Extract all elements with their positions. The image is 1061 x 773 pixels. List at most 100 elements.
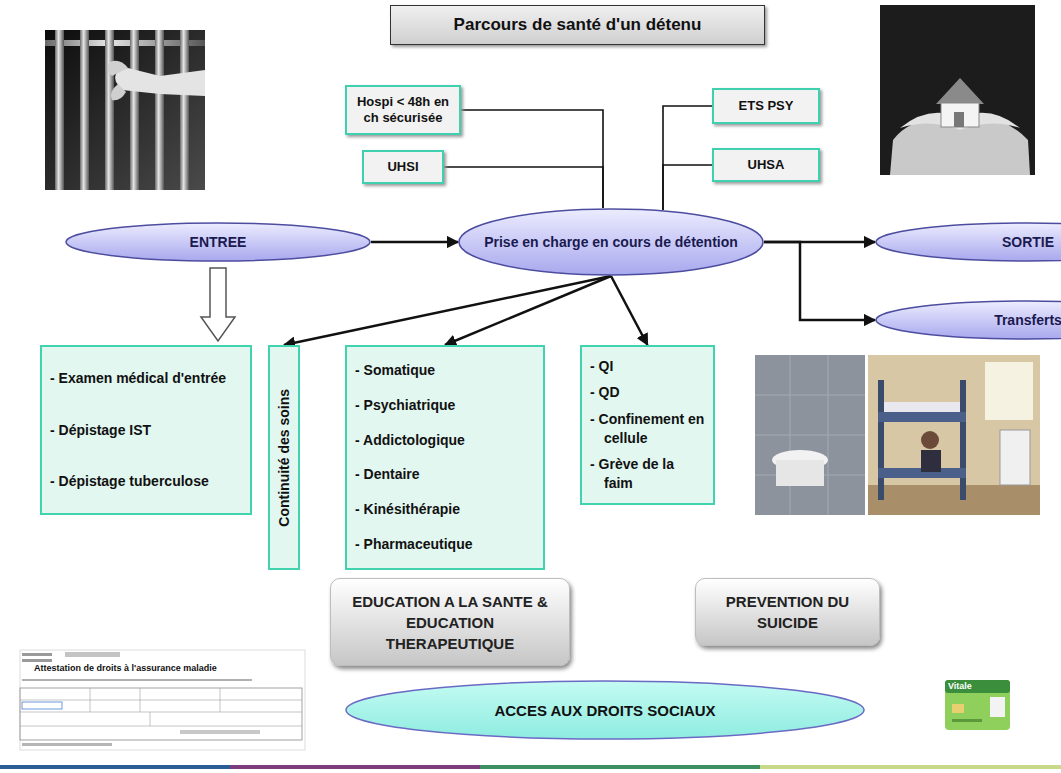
prison-bars-photo-part (55, 30, 64, 190)
footer-color-strip-part (0, 765, 230, 769)
ellipse-shape (346, 681, 864, 739)
card-brand: Vitale (948, 681, 972, 691)
node-text: - Somatique (355, 361, 535, 380)
insurance-certificate-image-part (180, 730, 260, 734)
prison-cell-photo-part (884, 402, 960, 412)
prison-bars-photo-part (115, 68, 205, 96)
node-text: UHSI (370, 159, 436, 175)
connector-line (284, 276, 611, 345)
node-text: Prise en charge en cours de détention (484, 234, 738, 251)
prison-cell-photo-part (755, 355, 865, 515)
connector-line (663, 106, 712, 210)
insurance-certificate-image-part (22, 743, 112, 746)
ellipse-shape (876, 301, 1061, 339)
hospital-box: UHSA (712, 148, 820, 182)
vitale-card-image-part (952, 704, 964, 713)
connector-line (461, 110, 603, 208)
hands-house-photo-part (941, 103, 979, 127)
node-text: - Psychiatrique (355, 396, 535, 415)
hands-house-photo-part (954, 112, 964, 127)
node-text: - Dépistage IST (50, 421, 242, 440)
prison-cell-photo-part (776, 460, 824, 486)
hands-house-photo (880, 5, 1035, 175)
node-text: ACCES AUX DROITS SOCIAUX (385, 702, 825, 719)
node-text: UHSA (720, 157, 812, 173)
node-text: Continuité des soins (276, 389, 292, 527)
prison-bars-photo-part (111, 84, 126, 100)
stage-ellipse: SORTIE (875, 222, 1061, 262)
connector-line (444, 167, 603, 208)
vitale-card-image-part (952, 719, 982, 722)
node-text: - Dépistage tuberculose (50, 472, 242, 491)
title-box: Parcours de santé d'un détenu (390, 5, 765, 45)
list-box: - Examen médical d'entrée - Dépistage IST… (40, 345, 252, 515)
vitale-card-image (945, 680, 1010, 730)
prison-cell-photo-part (755, 355, 865, 515)
prison-cell-photo-part (960, 380, 966, 500)
node-text: - QD (590, 383, 705, 402)
footer-color-strip-part (230, 765, 480, 769)
node-text: - Examen médical d'entrée (50, 369, 242, 388)
prison-cell-photo-part (1000, 430, 1030, 485)
stage-ellipse: Transferts (875, 300, 1061, 340)
ellipse-shape (66, 223, 370, 261)
list-box: - Somatique - Psychiatrique - Addictologiq… (345, 345, 545, 570)
connector-line (764, 242, 875, 320)
ellipse-shape (459, 209, 763, 275)
theme-box: PREVENTION DU SUICIDE (695, 578, 880, 646)
insurance-certificate-image (20, 650, 305, 750)
hospital-box: Hospi < 48h en ch sécurisée (345, 85, 461, 135)
prison-cell-photo-part (878, 412, 966, 422)
prison-bars-photo-part (130, 30, 139, 190)
prison-cell-photo (755, 355, 1040, 515)
footer-color-strip-part (480, 765, 760, 769)
stage-ellipse: ENTREE (65, 222, 371, 262)
prison-bars-photo-part (155, 30, 164, 190)
vertical-box: Continuité des soins (268, 345, 300, 570)
connector-line (663, 165, 712, 210)
hospital-box: UHSI (362, 150, 444, 184)
hands-house-photo-part (880, 5, 1035, 175)
hands-house-photo-part (936, 78, 984, 104)
ellipse-shape (876, 223, 1061, 261)
footer-color-strip-part (760, 765, 1061, 769)
prison-bars-photo (45, 30, 205, 190)
connector-line (445, 276, 611, 345)
prison-bars-photo-part (45, 30, 205, 190)
insurance-certificate-image-part (65, 652, 120, 657)
connector-line (371, 241, 458, 244)
node-text: SORTIE (901, 234, 1061, 251)
node-text: - Dentaire (355, 465, 535, 484)
node-text: ENTREE (91, 234, 345, 251)
prison-bars-photo-part (180, 30, 189, 190)
prison-cell-photo-part (868, 355, 1040, 515)
prison-cell-photo-part (878, 380, 884, 500)
document-title: Attestation de droits à l'assurance mala… (34, 663, 217, 673)
node-text: PREVENTION DU SUICIDE (710, 591, 865, 633)
connector-line (611, 276, 648, 345)
prison-bars-photo-part (80, 30, 89, 190)
node-text: - Grève de la faim (590, 455, 705, 493)
stage-ellipse: Prise en charge en cours de détention (458, 208, 764, 276)
insurance-certificate-image-part (22, 702, 62, 709)
node-text: - Kinésithérapie (355, 500, 535, 519)
footer-color-strip (0, 765, 1061, 769)
diagram-title: Parcours de santé d'un détenu (454, 15, 702, 35)
node-text: - Addictologique (355, 431, 535, 450)
node-text: EDUCATION A LA SANTE & EDUCATION THERAPE… (345, 591, 555, 654)
insurance-certificate-image-part (20, 688, 302, 726)
node-text: Transferts (901, 312, 1061, 329)
node-text: - Confinement en cellule (590, 410, 705, 448)
insurance-certificate-image-part (20, 650, 305, 750)
node-text: - Pharmaceutique (355, 535, 535, 554)
prison-bars-photo-part (105, 30, 114, 190)
vitale-card-image-part (945, 680, 1010, 693)
insurance-certificate-image-part (22, 679, 252, 681)
hospital-box: ETS PSY (712, 88, 820, 124)
prison-bars-photo-part (107, 61, 128, 76)
prison-cell-photo-part (868, 485, 1040, 515)
node-text: - QI (590, 357, 705, 376)
vitale-card-image-part (945, 680, 1010, 730)
insurance-certificate-image-part (22, 653, 52, 656)
prison-cell-photo-part (921, 431, 939, 449)
